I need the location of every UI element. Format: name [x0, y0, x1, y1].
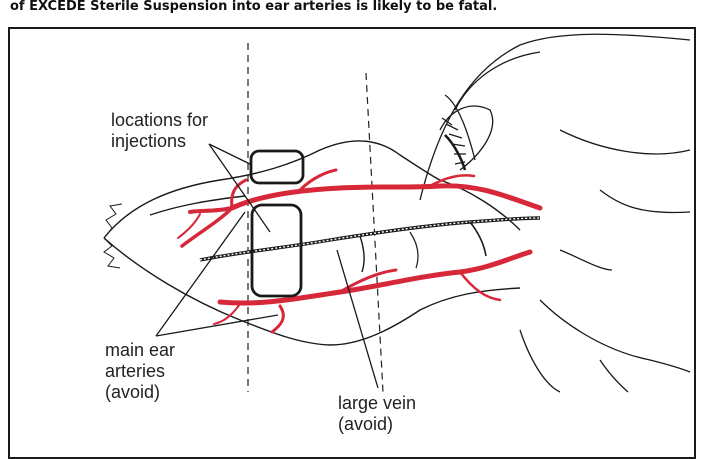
- lower-artery: [214, 252, 530, 332]
- eye-icon: [440, 106, 493, 170]
- main-ear-arteries-label: main ear arteries (avoid): [105, 340, 175, 403]
- large-vein-label: large vein (avoid): [338, 393, 416, 435]
- leader-lines: [156, 144, 378, 388]
- injection-locations-label: locations for injections: [111, 110, 208, 152]
- head-outline: [420, 34, 690, 392]
